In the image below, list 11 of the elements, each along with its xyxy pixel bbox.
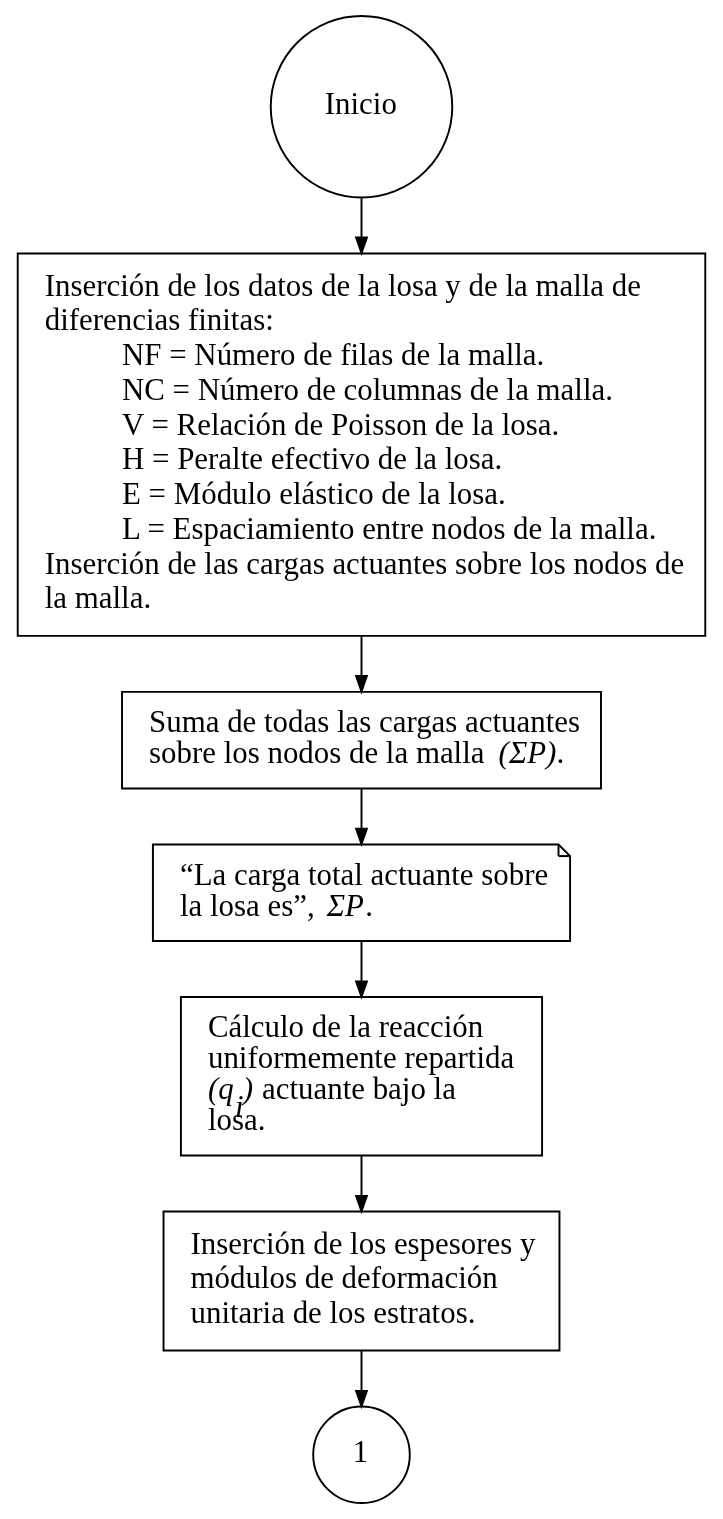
arrow <box>354 635 369 695</box>
arrow <box>354 940 369 1000</box>
arrow <box>354 1349 369 1410</box>
arrow <box>354 788 369 847</box>
arrow <box>354 1154 369 1215</box>
node-box: Suma de todas las cargas actuantes sobre los nodos de la malla (ΣP). <box>121 690 602 790</box>
arrow <box>354 197 369 256</box>
node-circle: 1 <box>312 1405 411 1505</box>
node-circle: Inicio <box>269 14 454 199</box>
node-box: Inserción de los datos de la losa y de la malla de diferencias finitas: NF = Número de filas de la malla. NC = Número de columnas de la malla. V = Relación de Poisson de la losa. H = Peralte efectivo de la losa. E = Módulo elástico de la losa. L = Espaciamiento entre nodos de la malla. Inserción de las cargas actuantes sobre los nodos de la malla. <box>16 252 707 637</box>
node-box: Inserción de los espesores y módulos de deformación unitaria de los estratos. <box>162 1210 561 1352</box>
